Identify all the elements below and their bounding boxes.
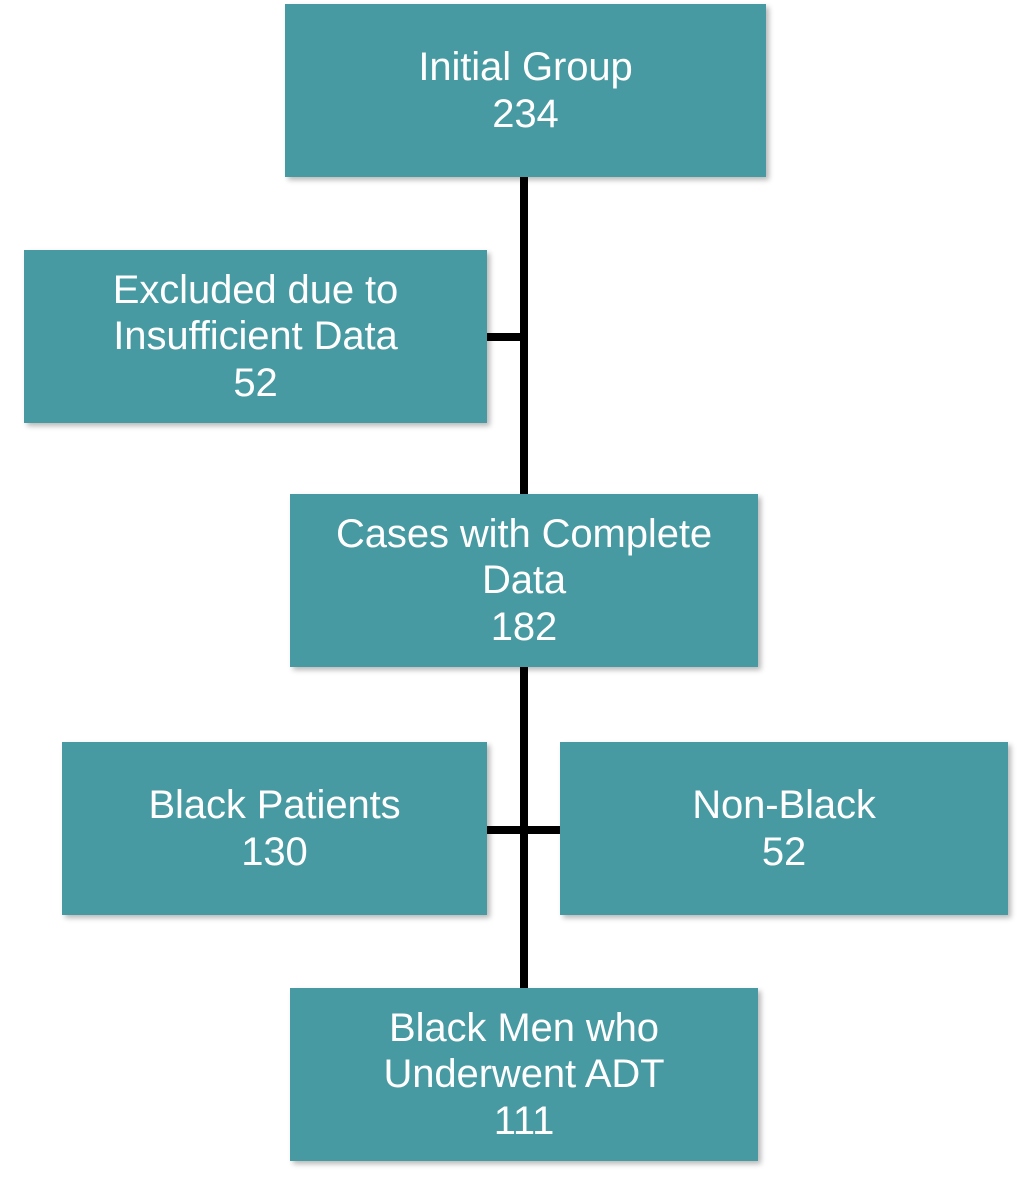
flow-node-complete-data: Cases with Complete Data 182: [290, 494, 758, 667]
flow-node-non-black: Non-Black 52: [560, 742, 1008, 915]
flow-node-label: Black Men who Underwent ADT: [383, 1005, 665, 1097]
flow-node-count: 130: [241, 829, 308, 874]
connector-excluded-branch: [487, 333, 528, 341]
flow-node-excluded: Excluded due to Insufficient Data 52: [24, 250, 487, 423]
flow-node-black-patients: Black Patients 130: [62, 742, 487, 915]
flow-node-count: 234: [492, 91, 559, 136]
flow-node-count: 111: [493, 1098, 555, 1143]
flow-node-label: Initial Group: [418, 45, 633, 90]
flow-node-label: Black Patients: [148, 783, 401, 828]
flow-node-count: 52: [233, 360, 278, 405]
flow-node-label: Cases with Complete Data: [335, 511, 713, 603]
flow-node-count: 182: [490, 604, 558, 649]
flow-node-label: Non-Black: [692, 783, 876, 828]
flow-node-label: Excluded due to Insufficient Data: [112, 267, 399, 359]
connector-complete-to-split: [520, 667, 528, 834]
flow-node-count: 52: [761, 829, 807, 874]
flow-node-black-men-adt: Black Men who Underwent ADT 111: [290, 988, 758, 1161]
connector-split-to-adt: [520, 826, 528, 988]
flow-node-initial-group: Initial Group 234: [285, 4, 766, 177]
